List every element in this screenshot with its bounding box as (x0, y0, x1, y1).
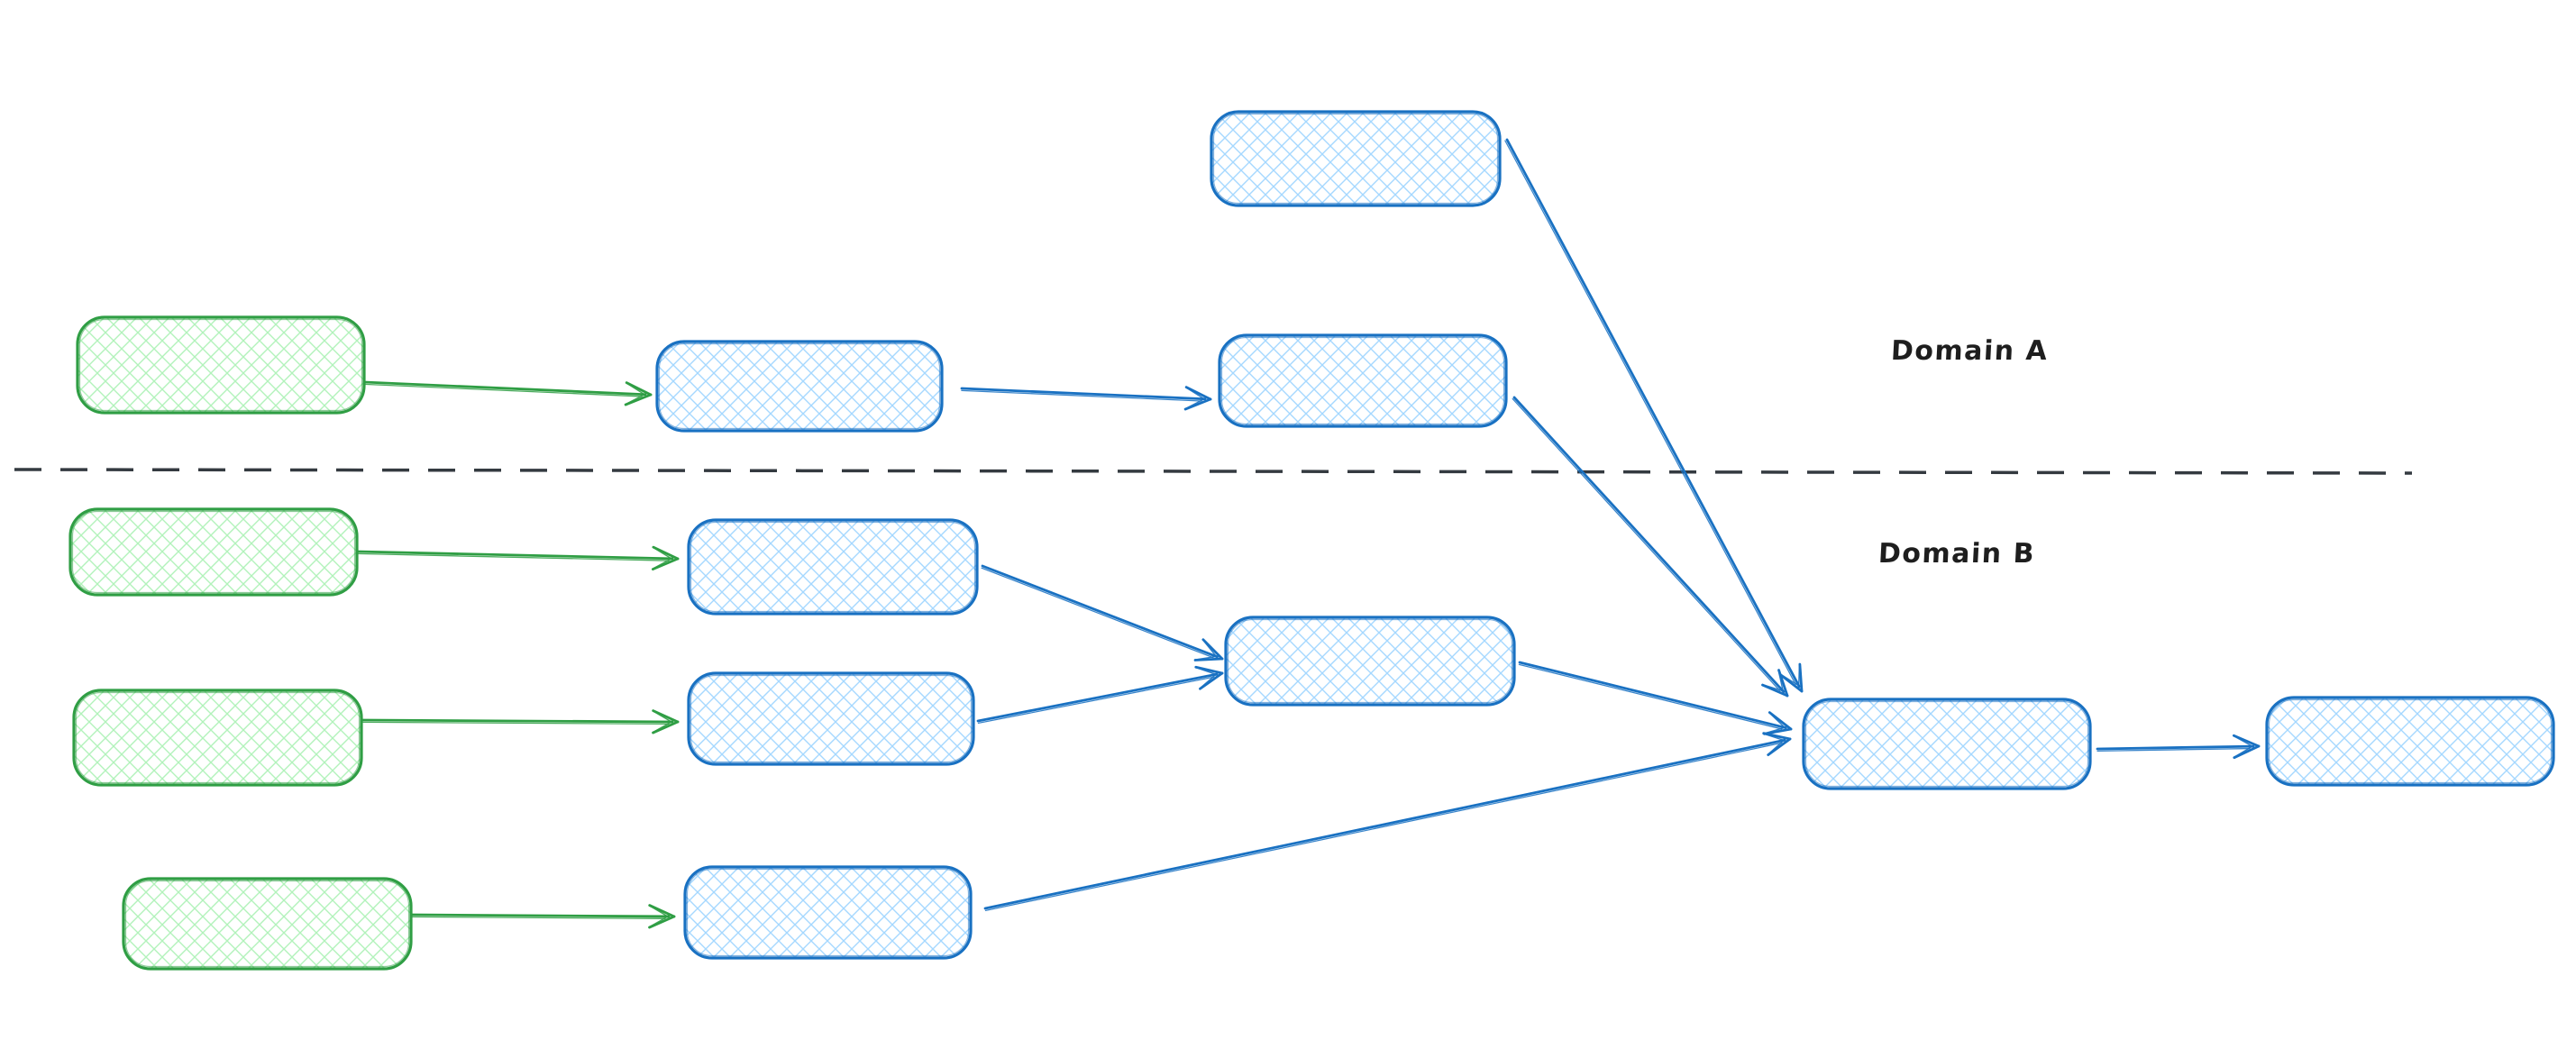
edge-blue-b2-to-mid (976, 665, 1224, 725)
node-green-source-a (76, 315, 366, 415)
node-blue-b3 (683, 865, 973, 960)
domain-divider-line (14, 468, 2413, 475)
edge-blue-a1-to-blue-a2 (960, 386, 1212, 411)
node-green-source-b2 (72, 689, 363, 787)
edge-blue-mid-to-merge (1518, 661, 1793, 735)
node-blue-end (2265, 696, 2555, 787)
node-blue-a2 (1218, 333, 1508, 428)
edge-blue-merge-to-end (2096, 734, 2261, 760)
node-blue-b1 (687, 518, 979, 616)
domain-b-label: Domain B (1877, 538, 2036, 570)
domain-a-label: Domain A (1890, 335, 2050, 367)
node-green-source-b1 (69, 507, 359, 597)
edge-green-b2-to-blue-b2 (360, 709, 680, 734)
edge-blue-b1-to-mid (981, 564, 1224, 661)
edge-green-b1-to-blue-b1 (355, 545, 680, 571)
edge-green-b3-to-blue-b3 (409, 904, 676, 929)
node-blue-top (1210, 110, 1502, 207)
edge-blue-a2-to-merge (1512, 396, 1789, 698)
node-blue-merge (1802, 698, 2092, 790)
edge-blue-b3-to-merge (983, 732, 1792, 911)
edge-green-a-to-blue-a1 (362, 380, 653, 406)
edge-blue-top-to-merge (1504, 138, 1804, 693)
node-blue-b2 (687, 671, 975, 766)
node-green-source-b3 (122, 877, 413, 971)
node-blue-a1 (655, 340, 944, 433)
node-blue-b-mid (1224, 616, 1516, 707)
